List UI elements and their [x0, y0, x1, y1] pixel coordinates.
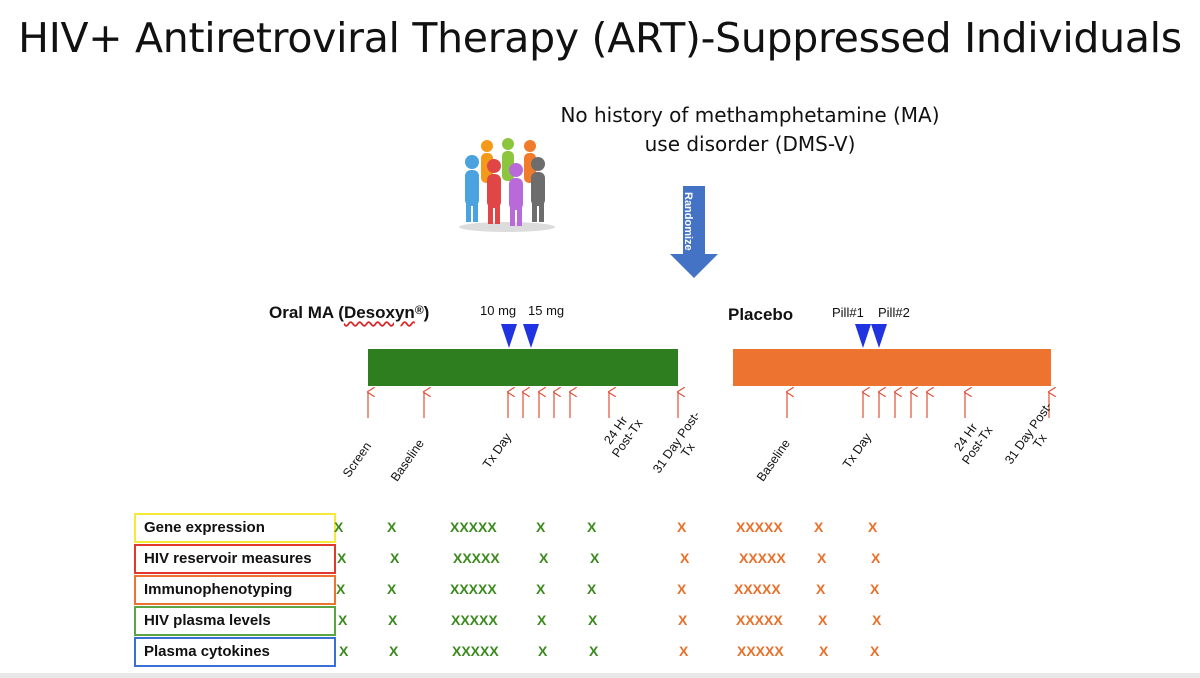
inclusion-line-1: No history of methamphetamine (MA)	[560, 103, 940, 127]
measure-immunophenotyping: Immunophenotyping	[134, 575, 336, 605]
mark-placebo-31day: X	[872, 612, 882, 628]
mark-placebo-tx-day: XXXXX	[736, 612, 783, 628]
mark-placebo-31day: X	[870, 643, 880, 659]
arm-placebo-label: Placebo	[728, 305, 794, 324]
mark-screen: X	[336, 581, 346, 597]
mark-baseline: X	[390, 550, 400, 566]
mark-placebo-baseline: X	[677, 581, 687, 597]
mark-placebo-31day: X	[868, 519, 878, 535]
people-group-icon	[459, 138, 555, 232]
mark-placebo-baseline: X	[678, 612, 688, 628]
mark-placebo-24hr: X	[817, 550, 827, 566]
mark-31day: X	[590, 550, 600, 566]
mark-24hr: X	[539, 550, 549, 566]
mark-placebo-tx-day: XXXXX	[736, 519, 783, 535]
mark-tx-day: XXXXX	[451, 612, 498, 628]
ma-timeline-bar	[368, 349, 678, 386]
pill1-marker	[855, 324, 871, 348]
randomize-arrow	[670, 186, 718, 278]
mark-tx-day: XXXXX	[450, 581, 497, 597]
measure-plasma-cytokines: Plasma cytokines	[134, 637, 336, 667]
mark-placebo-baseline: X	[679, 643, 689, 659]
mark-placebo-24hr: X	[819, 643, 829, 659]
mark-screen: X	[338, 612, 348, 628]
mark-placebo-tx-day: XXXXX	[739, 550, 786, 566]
mark-24hr: X	[537, 612, 547, 628]
mark-31day: X	[588, 612, 598, 628]
mark-placebo-24hr: X	[814, 519, 824, 535]
mark-24hr: X	[536, 581, 546, 597]
dose-10mg-label: 10 mg	[480, 303, 517, 318]
mark-tx-day: XXXXX	[450, 519, 497, 535]
measure-hiv-reservoir: HIV reservoir measures	[134, 544, 336, 574]
arm-ma-label: Oral MA (Desoxyn®)	[269, 303, 430, 322]
mark-tx-day: XXXXX	[452, 643, 499, 659]
mark-placebo-baseline: X	[677, 519, 687, 535]
pill2-marker	[871, 324, 887, 348]
inclusion-criteria: No history of methamphetamine (MA) use d…	[520, 101, 980, 159]
mark-screen: X	[337, 550, 347, 566]
inclusion-line-2: use disorder (DMS-V)	[644, 132, 856, 156]
pill2-label: Pill#2	[878, 305, 910, 320]
mark-placebo-baseline: X	[680, 550, 690, 566]
mark-31day: X	[589, 643, 599, 659]
dose-10mg-marker	[501, 324, 517, 348]
mark-baseline: X	[387, 519, 397, 535]
placebo-timeline-bar	[733, 349, 1051, 386]
dose-15mg-label: 15 mg	[528, 303, 565, 318]
mark-31day: X	[587, 519, 597, 535]
mark-placebo-31day: X	[870, 581, 880, 597]
slide-title: HIV+ Antiretroviral Therapy (ART)-Suppre…	[18, 14, 1182, 62]
slide-bottom-edge	[0, 673, 1200, 678]
mark-placebo-31day: X	[871, 550, 881, 566]
mark-tx-day: XXXXX	[453, 550, 500, 566]
measure-gene-expression: Gene expression	[134, 513, 336, 543]
mark-24hr: X	[536, 519, 546, 535]
mark-placebo-24hr: X	[818, 612, 828, 628]
measure-hiv-plasma-levels: HIV plasma levels	[134, 606, 336, 636]
mark-placebo-tx-day: XXXXX	[737, 643, 784, 659]
mark-baseline: X	[388, 612, 398, 628]
ma-sample-arrows	[368, 392, 678, 418]
pill1-label: Pill#1	[832, 305, 864, 320]
dose-15mg-marker	[523, 324, 539, 348]
mark-31day: X	[587, 581, 597, 597]
arm-ma-drug-name: Desoxyn	[343, 303, 415, 322]
mark-screen: X	[334, 519, 344, 535]
mark-baseline: X	[389, 643, 399, 659]
mark-placebo-tx-day: XXXXX	[734, 581, 781, 597]
mark-screen: X	[339, 643, 349, 659]
placebo-sample-arrows	[787, 392, 1049, 418]
mark-baseline: X	[387, 581, 397, 597]
mark-24hr: X	[538, 643, 548, 659]
mark-placebo-24hr: X	[816, 581, 826, 597]
